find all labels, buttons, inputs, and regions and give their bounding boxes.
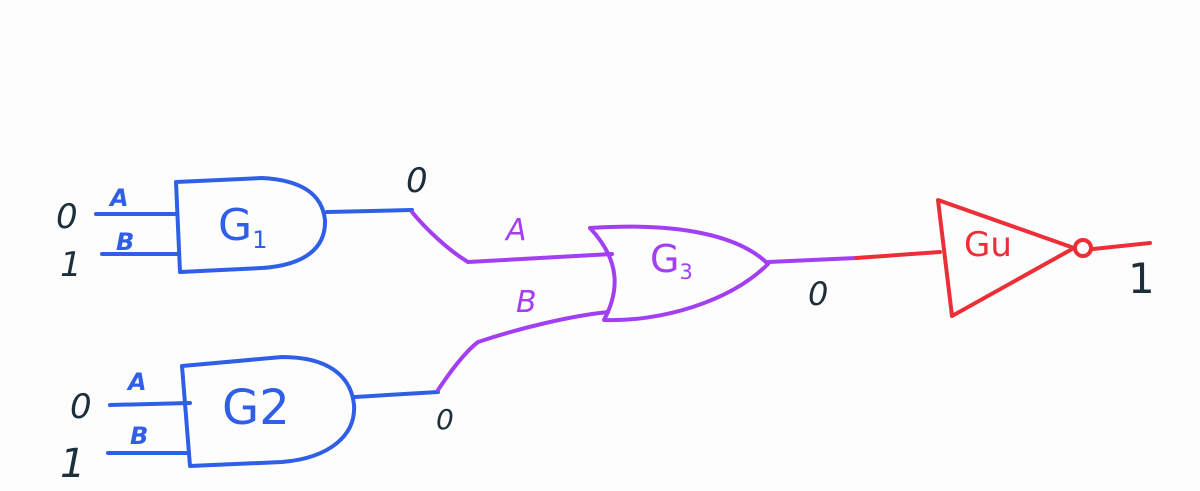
g3-pin-b-label: B bbox=[516, 285, 537, 320]
wire-g1-to-g3-a bbox=[410, 210, 614, 264]
wire-g3-to-g4 bbox=[854, 250, 942, 260]
g1-output-value: 0 bbox=[406, 161, 428, 201]
g1-input-b-value: 1 bbox=[60, 245, 82, 285]
g1-input-a-value: 0 bbox=[56, 197, 78, 237]
g1-name: G bbox=[218, 200, 253, 251]
wire-g1-output bbox=[325, 208, 414, 214]
g1-pin-b-label: B bbox=[116, 228, 135, 256]
gate-g2-and-shape bbox=[180, 355, 357, 468]
g3-output-value: 0 bbox=[808, 275, 829, 313]
g4-output-value: 1 bbox=[1128, 254, 1155, 303]
g2-input-b-value: 1 bbox=[60, 441, 86, 487]
g3-subscript: 3 bbox=[679, 260, 693, 285]
g2-pin-b-label: B bbox=[130, 422, 149, 450]
g1-pin-a-label: A bbox=[110, 184, 129, 212]
g1-gate-label: G1 bbox=[218, 204, 268, 253]
g1-subscript: 1 bbox=[252, 226, 268, 255]
wire-g2-to-g3-b bbox=[436, 310, 610, 392]
gate-g4-not-shape bbox=[936, 198, 1093, 318]
g3-name: G bbox=[650, 237, 680, 281]
g3-pin-a-label: A bbox=[506, 213, 527, 248]
wire-g4-output bbox=[1091, 241, 1152, 251]
gate-g1-and-shape bbox=[174, 176, 328, 274]
wire-g2-output bbox=[353, 390, 440, 399]
wire-g2-input-a bbox=[108, 401, 192, 407]
wire-g3-output bbox=[766, 256, 858, 264]
g2-output-value: 0 bbox=[436, 403, 454, 436]
g2-gate-label: G2 bbox=[222, 380, 290, 436]
g2-input-a-value: 0 bbox=[70, 387, 92, 427]
gate-g3-or-shape bbox=[588, 224, 770, 323]
g3-gate-label: G3 bbox=[650, 237, 693, 283]
g4-gate-label: Gu bbox=[964, 225, 1012, 265]
g2-pin-a-label: A bbox=[128, 368, 147, 396]
